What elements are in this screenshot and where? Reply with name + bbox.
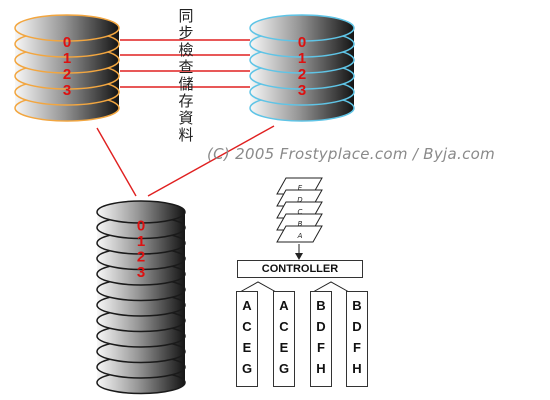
disk-number: 3	[298, 82, 306, 99]
block-cell: H	[352, 361, 362, 376]
block-cell: B	[352, 298, 362, 313]
sheet-letter: B	[298, 220, 303, 228]
block-cell: D	[316, 319, 326, 334]
disk-number: 2	[298, 66, 306, 83]
block-cell: H	[316, 361, 326, 376]
disk-number: 3	[63, 82, 71, 99]
block-cell: E	[242, 340, 252, 355]
block-cell: F	[317, 340, 325, 355]
disk-number: 1	[63, 50, 71, 67]
block-cell: A	[242, 298, 252, 313]
disk-number: 1	[298, 50, 306, 67]
label-char: 儲	[178, 75, 194, 93]
block-cell: B	[316, 298, 326, 313]
mirror-lines	[120, 39, 252, 88]
label-char: 檢	[178, 41, 194, 59]
disk-number: 0	[137, 217, 145, 234]
controller-connectors	[239, 281, 350, 293]
sheet-letter: C	[298, 208, 303, 216]
disk-number: 0	[298, 34, 306, 51]
label-char: 資	[178, 109, 194, 127]
block-cell: F	[353, 340, 361, 355]
connector	[312, 281, 350, 293]
connector	[239, 281, 277, 293]
label-char: 查	[178, 58, 194, 76]
label-char: 同	[178, 7, 194, 25]
block-cell: G	[278, 361, 290, 376]
data-sheet	[276, 225, 323, 243]
sync-check-label: 同步檢查儲存資料	[176, 8, 196, 144]
label-char: 料	[178, 126, 194, 144]
disk-number: 2	[63, 66, 71, 83]
block-cell: C	[242, 319, 252, 334]
disk-number: 2	[137, 248, 145, 265]
block-cell: D	[352, 319, 362, 334]
disk-platter	[96, 200, 186, 224]
label-char: 步	[178, 24, 194, 42]
block-cell: C	[279, 319, 289, 334]
block-cell: G	[241, 361, 253, 376]
block-cell: E	[279, 340, 289, 355]
controller-box: CONTROLLER	[237, 260, 363, 278]
disk-number: 0	[63, 34, 71, 51]
copyright-text: (C) 2005 Frostyplace.com / Byja.com	[207, 145, 496, 163]
disk-number: 3	[137, 264, 145, 281]
sheet-letter: E	[298, 184, 303, 192]
connection-line	[147, 125, 275, 197]
disk-platter	[249, 14, 355, 42]
connection-line	[96, 127, 137, 197]
connection-lines	[96, 125, 275, 197]
arrow-head	[295, 253, 303, 260]
sheet-letter: D	[297, 196, 303, 204]
label-char: 存	[178, 92, 194, 110]
disk-number: 1	[137, 233, 145, 250]
block-cell: A	[279, 298, 289, 313]
sheet-letter: A	[297, 232, 303, 240]
disk-platter	[14, 14, 120, 42]
